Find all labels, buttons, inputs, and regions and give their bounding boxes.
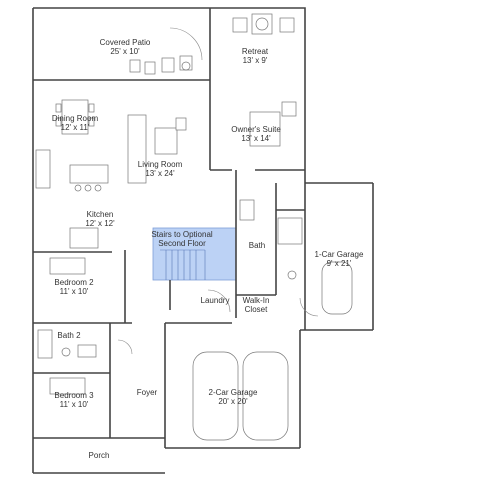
garage-1-name: 1-Car Garage <box>314 250 364 259</box>
stairs-line1: Stairs to Optional <box>151 230 213 239</box>
stairs-line2: Second Floor <box>158 239 206 248</box>
walk-in-closet-label: Walk-In Closet <box>238 296 274 314</box>
retreat-label: Retreat 13' x 9' <box>230 47 280 65</box>
dining-room-name: Dining Room <box>51 114 99 123</box>
owners-suite-size: 13' x 14' <box>241 134 271 143</box>
bath-fixtures <box>37 199 303 359</box>
walk-in-closet-line1: Walk-In <box>242 296 270 305</box>
kitchen-label: Kitchen 12' x 12' <box>75 210 125 228</box>
bath-2-label: Bath 2 <box>52 331 86 340</box>
exterior-walls <box>32 7 374 474</box>
bedroom-3-size: 11' x 10' <box>59 400 89 409</box>
stair-treads <box>160 249 206 280</box>
walk-in-closet-line2: Closet <box>244 305 268 314</box>
garage-2-label: 2-Car Garage 20' x 20' <box>200 388 266 406</box>
stairs-label: Stairs to Optional Second Floor <box>142 230 222 248</box>
retreat-furniture <box>232 13 295 35</box>
kitchen-name: Kitchen <box>86 210 114 219</box>
laundry-label: Laundry <box>195 296 235 305</box>
garage-cars <box>192 261 353 441</box>
living-room-size: 13' x 24' <box>145 169 175 178</box>
kitchen-fixtures <box>35 149 109 249</box>
bath-name: Bath <box>248 241 266 250</box>
door-swings <box>117 27 319 355</box>
covered-patio-label: Covered Patio 25' x 10' <box>90 38 160 56</box>
bedroom-2-size: 11' x 10' <box>59 287 89 296</box>
garage-2-name: 2-Car Garage <box>208 388 258 397</box>
dining-table <box>55 99 95 135</box>
bedroom-beds <box>49 257 86 395</box>
porch-name: Porch <box>88 451 110 460</box>
bedroom-3-name: Bedroom 3 <box>54 391 94 400</box>
stairs-highlight <box>152 227 237 281</box>
owners-suite-name: Owner's Suite <box>231 125 281 134</box>
patio-furniture <box>129 55 193 75</box>
owners-bed <box>249 101 297 147</box>
bath-2-name: Bath 2 <box>57 331 81 340</box>
interior-walls <box>33 169 306 438</box>
garage-1-size: 9' x 21' <box>326 259 352 268</box>
foyer-label: Foyer <box>132 388 162 397</box>
living-furniture <box>127 114 187 184</box>
retreat-size: 13' x 9' <box>242 56 268 65</box>
bedroom-3-label: Bedroom 3 11' x 10' <box>48 391 100 409</box>
living-room-name: Living Room <box>137 160 183 169</box>
dining-room-size: 12' x 11' <box>60 123 90 132</box>
retreat-name: Retreat <box>241 47 269 56</box>
porch-label: Porch <box>82 451 116 460</box>
bath-label: Bath <box>244 241 270 250</box>
living-room-label: Living Room 13' x 24' <box>130 160 190 178</box>
kitchen-size: 12' x 12' <box>85 219 115 228</box>
laundry-name: Laundry <box>200 296 230 305</box>
foyer-name: Foyer <box>136 388 158 397</box>
garage-1-label: 1-Car Garage 9' x 21' <box>308 250 370 268</box>
owners-suite-label: Owner's Suite 13' x 14' <box>226 125 286 143</box>
covered-patio-name: Covered Patio <box>99 38 151 47</box>
bedroom-2-name: Bedroom 2 <box>54 278 94 287</box>
bedroom-2-label: Bedroom 2 11' x 10' <box>48 278 100 296</box>
garage-2-size: 20' x 20' <box>218 397 248 406</box>
covered-patio-size: 25' x 10' <box>110 47 140 56</box>
dining-room-label: Dining Room 12' x 11' <box>45 114 105 132</box>
